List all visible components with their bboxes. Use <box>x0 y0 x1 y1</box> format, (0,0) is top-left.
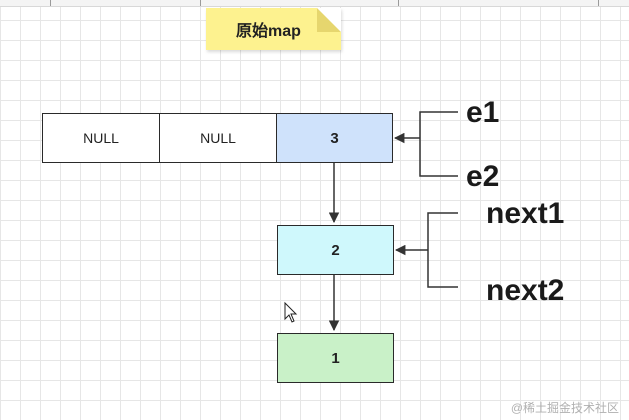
slot-label: 3 <box>330 129 339 147</box>
ruler-tick <box>50 0 51 6</box>
label-e2: e2 <box>466 160 500 193</box>
node-label: 1 <box>331 349 340 367</box>
watermark: @稀土掘金技术社区 <box>510 401 619 415</box>
ruler-tick <box>398 0 399 6</box>
note-fold-corner <box>317 8 341 32</box>
label-next1: next1 <box>486 197 565 230</box>
node-1: 1 <box>277 333 394 383</box>
ruler-tick <box>598 0 599 6</box>
slot-label: NULL <box>200 130 236 146</box>
ruler-tick <box>200 0 201 6</box>
label-next2: next2 <box>486 274 565 307</box>
node-label: 2 <box>331 241 340 259</box>
array-slot-2: 3 <box>276 113 393 163</box>
title-sticky-note: 原始map <box>206 8 341 50</box>
slot-label: NULL <box>83 130 119 146</box>
array-slot-1: NULL <box>159 113 277 163</box>
array-slot-0: NULL <box>42 113 160 163</box>
top-ruler <box>0 0 629 7</box>
node-2: 2 <box>277 225 394 275</box>
label-e1: e1 <box>466 96 500 129</box>
bracket-next1-next2 <box>427 212 458 288</box>
note-text: 原始map <box>236 23 301 40</box>
bracket-e1-e2 <box>419 111 458 177</box>
